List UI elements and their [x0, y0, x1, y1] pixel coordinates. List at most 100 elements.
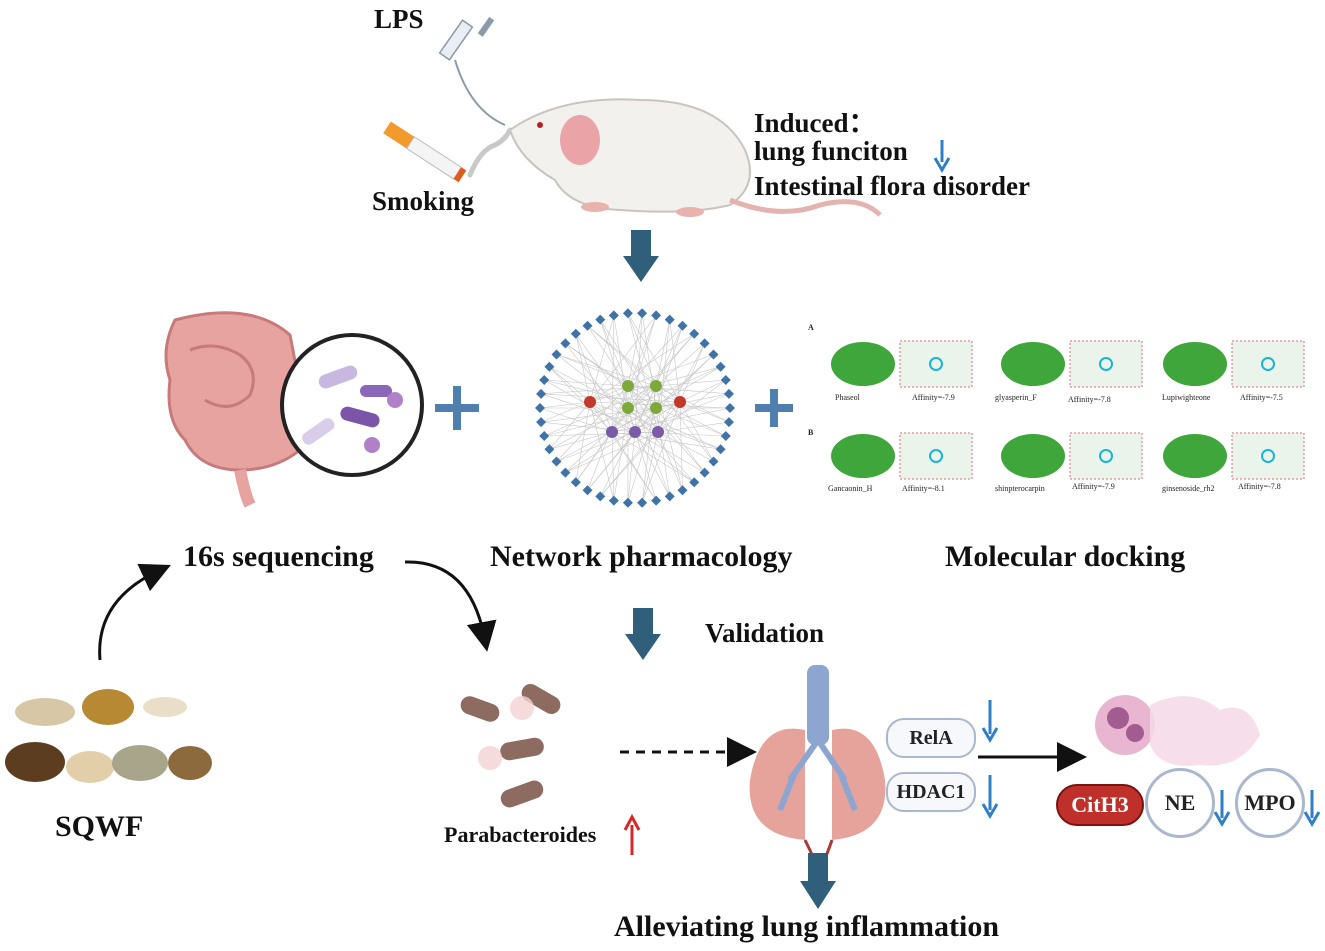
- syringe-icon: [438, 16, 506, 126]
- network-target-node: [651, 495, 662, 506]
- docking-affinity-3: Affinity=-7.5: [1240, 393, 1283, 402]
- network-target-node: [544, 361, 555, 372]
- docking-compound-6: ginsenoside_rh2: [1162, 484, 1215, 493]
- network-edge: [600, 401, 681, 497]
- sqwf-label: SQWF: [55, 810, 144, 843]
- network-edge: [549, 407, 629, 450]
- ligand-icon: [929, 357, 943, 371]
- network-edge: [549, 366, 591, 403]
- network-target-node: [560, 467, 571, 478]
- curved-arrow-sqwf-to-16s: [98, 563, 171, 661]
- network-edge: [655, 325, 683, 409]
- network-target-node: [622, 308, 633, 319]
- docking-affinity-4: Affinity=-8.1: [902, 484, 945, 493]
- protein-structure-icon: [831, 342, 895, 386]
- plus-icon-1: [435, 386, 479, 430]
- ligand-icon: [1099, 449, 1113, 463]
- network-edge: [575, 333, 613, 433]
- network-edge: [600, 319, 629, 387]
- protein-structure-icon: [1163, 434, 1227, 478]
- induced-item-intestinal-flora: Intestinal flora disorder: [754, 171, 1030, 201]
- network-target-node: [723, 388, 734, 399]
- network-target-node: [699, 338, 710, 349]
- network-edge: [600, 431, 659, 497]
- induced-title: Induced：: [754, 108, 876, 138]
- network-edge: [679, 343, 705, 403]
- network-edge: [549, 366, 629, 409]
- network-edge: [627, 325, 683, 387]
- network-edge: [613, 407, 629, 501]
- network-compound-node: [650, 380, 662, 392]
- protein-structure-icon: [1163, 342, 1227, 386]
- network-edge: [627, 315, 657, 409]
- protein-structure-icon: [1001, 342, 1065, 386]
- network-compound-node: [652, 426, 664, 438]
- parabacteroides-up-arrow: [623, 813, 641, 855]
- network-target-node: [720, 374, 731, 385]
- lps-label: LPS: [374, 4, 424, 34]
- network-target-node: [677, 485, 688, 496]
- network-target-node: [715, 361, 726, 372]
- network-target-node: [708, 349, 719, 360]
- network-edge: [589, 315, 615, 403]
- binding-site-zoom-box: [1069, 340, 1143, 388]
- sequencing-label: 16s sequencing: [183, 540, 374, 573]
- network-target-node: [637, 497, 648, 508]
- network-edge: [587, 325, 681, 403]
- network-edge: [611, 315, 615, 433]
- network-edge: [655, 385, 714, 462]
- network-target-node: [536, 417, 547, 428]
- lung-illustration: [749, 665, 886, 871]
- rela-down-arrow: [981, 700, 999, 743]
- network-target-node: [699, 467, 710, 478]
- network-edge: [641, 401, 681, 503]
- network-pharmacology-label: Network pharmacology: [490, 540, 793, 573]
- big-down-arrow-model: [623, 230, 659, 282]
- docking-compound-5: shinpterocarpin: [995, 484, 1045, 493]
- network-edge: [634, 393, 730, 433]
- validation-label: Validation: [705, 618, 825, 648]
- network-compound-node: [584, 396, 596, 408]
- network-edge: [565, 401, 681, 473]
- network-edge: [587, 431, 636, 491]
- neutrophil-net-illustration: [1095, 695, 1260, 766]
- network-compound-node: [622, 402, 634, 414]
- docking-affinity-2: Affinity=-7.8: [1068, 395, 1111, 404]
- mpo-marker: MPO: [1235, 768, 1305, 838]
- network-target-node: [664, 314, 675, 325]
- network-edge: [544, 379, 657, 409]
- binding-site-zoom-box: [1231, 340, 1305, 388]
- network-edge: [657, 431, 714, 462]
- network-edge: [575, 431, 613, 483]
- network-edge: [541, 407, 657, 423]
- network-target-node: [560, 338, 571, 349]
- network-edge: [627, 407, 657, 503]
- network-edge: [541, 421, 636, 433]
- network-edge: [655, 343, 705, 387]
- network-edge: [627, 366, 721, 409]
- network-compound-node: [622, 380, 634, 392]
- network-edge: [627, 407, 695, 483]
- docking-affinity-5: Affinity=-7.9: [1072, 482, 1115, 491]
- network-edge: [627, 313, 657, 387]
- network-graph: [535, 308, 735, 508]
- binding-site-zoom-box: [899, 432, 973, 480]
- docking-panel-b-label: B: [808, 428, 814, 437]
- protein-structure-icon: [1001, 434, 1065, 478]
- rat-illustration: [508, 98, 882, 217]
- network-edge: [589, 401, 615, 501]
- network-edge: [539, 401, 591, 409]
- network-edge: [556, 354, 657, 387]
- docking-affinity-6: Affinity=-7.8: [1238, 482, 1281, 491]
- docking-panels: [831, 340, 1305, 480]
- docking-compound-3: Lupiwighteone: [1162, 393, 1211, 402]
- network-edge: [541, 385, 657, 395]
- network-edge: [556, 431, 636, 462]
- lung-function-down-arrow: [933, 140, 951, 173]
- docking-panel-a-label: A: [808, 323, 814, 332]
- network-edge: [634, 325, 683, 433]
- protein-structure-icon: [831, 434, 895, 478]
- network-edge: [600, 319, 657, 409]
- network-target-node: [536, 388, 547, 399]
- smoking-label: Smoking: [372, 186, 475, 216]
